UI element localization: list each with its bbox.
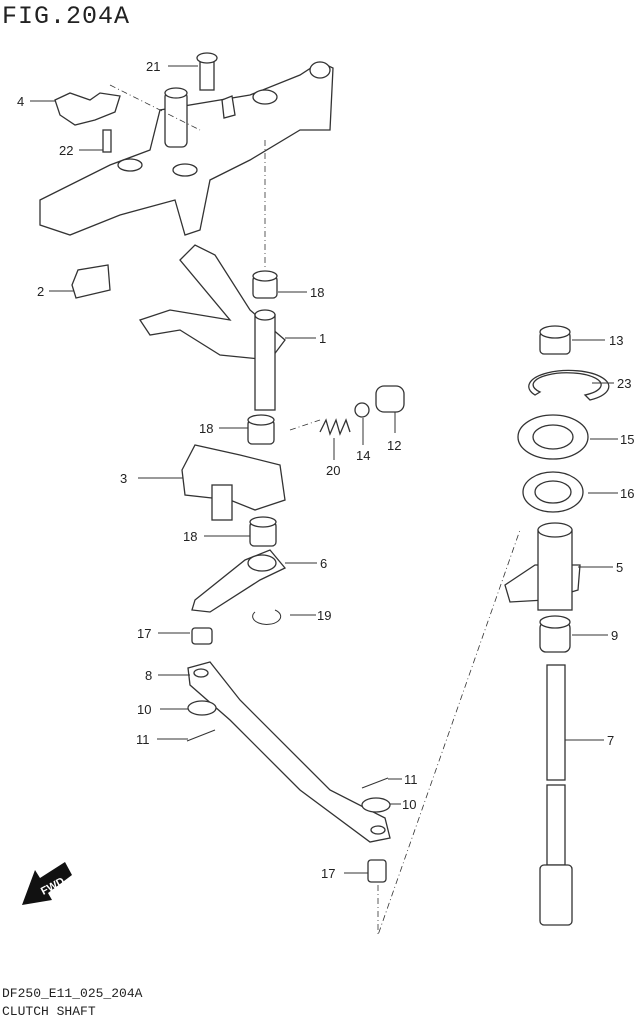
shift-lever-part-1 — [138, 244, 286, 411]
callout-20: 20 — [326, 463, 340, 478]
plate-part-4 — [54, 92, 121, 126]
spring-part-20 — [319, 418, 351, 436]
bushing-part-18b — [247, 414, 275, 445]
callout-9: 9 — [611, 628, 618, 643]
callout-16: 16 — [620, 486, 634, 501]
callout-11b: 11 — [404, 772, 418, 787]
bushing-part-17 — [191, 627, 213, 645]
plug-part-13 — [539, 325, 571, 355]
cotter-pin-part-11 — [186, 729, 216, 742]
callout-18: 18 — [310, 285, 324, 300]
sleeve-part-12 — [375, 385, 405, 413]
bushing-part-18c — [249, 516, 277, 547]
callout-1: 1 — [319, 331, 326, 346]
figure-title: FIG.204A — [2, 2, 131, 31]
callout-2: 2 — [37, 284, 44, 299]
callout-10b: 10 — [402, 797, 416, 812]
callout-23: 23 — [617, 376, 631, 391]
clutch-shaft-part-7 — [539, 664, 573, 926]
callout-6: 6 — [320, 556, 327, 571]
callout-5: 5 — [616, 560, 623, 575]
callout-13: 13 — [609, 333, 623, 348]
diagram-subtitle: CLUTCH SHAFT — [2, 1004, 96, 1019]
callout-7: 7 — [607, 733, 614, 748]
ball-part-14 — [354, 402, 370, 418]
callout-18c: 18 — [183, 529, 197, 544]
callout-17: 17 — [137, 626, 151, 641]
holder-part-5 — [504, 522, 581, 611]
callout-12: 12 — [387, 438, 401, 453]
bolt-part-21 — [196, 52, 218, 91]
callout-22: 22 — [59, 143, 73, 158]
callout-15: 15 — [620, 432, 634, 447]
callout-10: 10 — [137, 702, 151, 717]
seal-part-16 — [522, 471, 584, 513]
bearing-part-15 — [517, 414, 589, 460]
bushing-part-18 — [252, 270, 278, 299]
cam-part-3 — [181, 444, 286, 521]
callout-17b: 17 — [321, 866, 335, 881]
clip-part-2 — [71, 264, 111, 299]
washer-part-10 — [187, 700, 217, 716]
callout-8: 8 — [145, 668, 152, 683]
callout-11: 11 — [136, 732, 150, 747]
snap-ring-part-23 — [528, 369, 610, 401]
callout-4: 4 — [17, 94, 24, 109]
screw-part-22 — [102, 129, 112, 153]
callout-19: 19 — [317, 608, 331, 623]
fwd-arrow-icon: FWD — [22, 862, 72, 905]
lever-part-6 — [191, 549, 287, 613]
bushing-part-9 — [539, 615, 571, 653]
callout-3: 3 — [120, 471, 127, 486]
washer-part-10b — [361, 797, 391, 813]
diagram-code: DF250_E11_025_204A — [2, 986, 143, 1001]
callout-18b: 18 — [199, 421, 213, 436]
callout-14: 14 — [356, 448, 370, 463]
callout-21: 21 — [146, 59, 160, 74]
bushing-part-17b — [367, 859, 387, 883]
e-ring-part-19 — [252, 609, 282, 625]
shift-bracket — [39, 61, 334, 236]
link-rod-part-8 — [187, 661, 391, 843]
cotter-pin-part-11b — [361, 777, 389, 789]
